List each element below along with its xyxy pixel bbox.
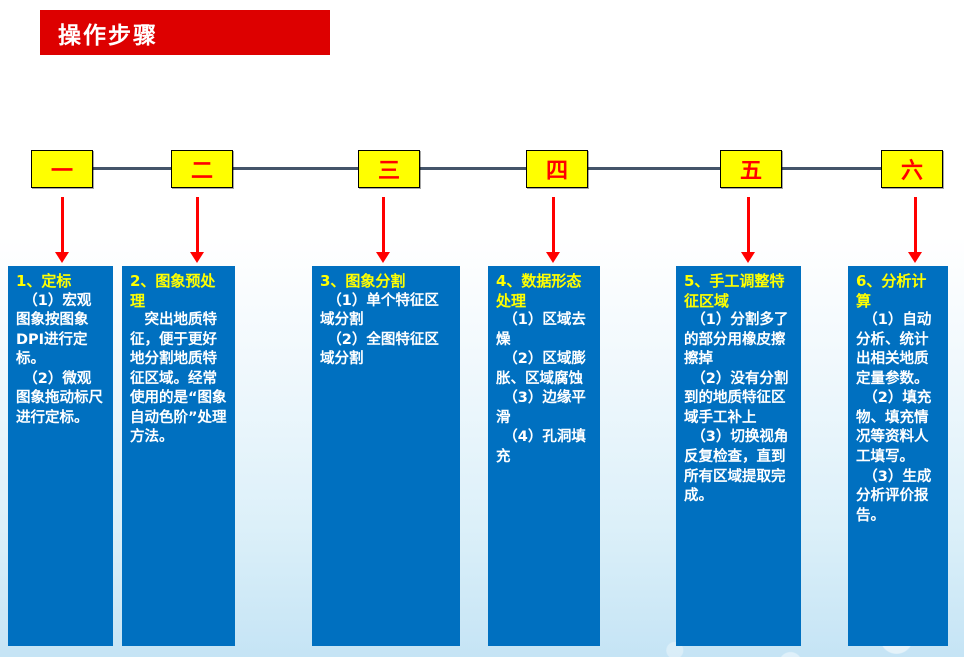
down-arrow-shaft [913, 197, 917, 252]
down-arrow-icon [908, 197, 922, 263]
down-arrow-icon [376, 197, 390, 263]
timeline-node-2-label: 二 [190, 158, 213, 184]
step-heading: 1、定标 [16, 272, 72, 290]
down-arrow-shaft [551, 197, 555, 252]
step-body: （1）区域去燥 （2）区域膨胀、区域腐蚀 （3）边缘平滑 （4）孔洞填充 [496, 312, 586, 465]
step-heading: 4、数据形态处理 [496, 272, 582, 310]
step-column-3: 3、图象分割 （1）单个特征区域分割 （2）全图特征区域分割 [312, 266, 460, 646]
down-arrow-head [55, 252, 69, 263]
timeline-node-6: 六 [881, 150, 943, 188]
timeline-node-4: 四 [526, 150, 588, 188]
step-body: （1）宏观图象按图象DPI进行定标。 （2）微观图象拖动标尺进行定标。 [16, 292, 103, 426]
step-body: （1）分割多了的部分用橡皮擦擦掉 （2）没有分割到的地质特征区域手工补上 （3）… [684, 312, 789, 505]
down-arrow-head [376, 252, 390, 263]
down-arrow-shaft [195, 197, 199, 252]
step-column-4: 4、数据形态处理 （1）区域去燥 （2）区域膨胀、区域腐蚀 （3）边缘平滑 （4… [488, 266, 600, 646]
step-heading: 2、图象预处理 [130, 272, 216, 310]
step-heading: 6、分析计算 [856, 272, 927, 310]
timeline-node-3-label: 三 [377, 158, 400, 184]
timeline-node-1: 一 [31, 150, 93, 188]
step-body: （1）自动分析、统计出相关地质定量参数。 （2）填充物、填充情况等资料人工填写。… [856, 312, 932, 524]
down-arrow-shaft [381, 197, 385, 252]
down-arrow-head [546, 252, 560, 263]
slide-title: 操作步骤 [58, 22, 158, 49]
down-arrow-icon [741, 197, 755, 263]
step-heading: 5、手工调整特征区域 [684, 272, 785, 310]
step-column-5: 5、手工调整特征区域 （1）分割多了的部分用橡皮擦擦掉 （2）没有分割到的地质特… [676, 266, 801, 646]
down-arrow-shaft [60, 197, 64, 252]
timeline-node-5-label: 五 [739, 158, 762, 184]
timeline-node-6-label: 六 [900, 158, 923, 184]
down-arrow-head [908, 252, 922, 263]
step-column-2: 2、图象预处理 突出地质特征，便于更好地分割地质特征区域。经常使用的是“图象自动… [122, 266, 235, 646]
down-arrow-head [190, 252, 204, 263]
step-heading: 3、图象分割 [320, 272, 406, 290]
down-arrow-head [741, 252, 755, 263]
step-body: （1）单个特征区域分割 （2）全图特征区域分割 [320, 292, 439, 368]
down-arrow-icon [190, 197, 204, 263]
timeline-node-1-label: 一 [50, 158, 73, 184]
timeline-node-2: 二 [171, 150, 233, 188]
step-column-1: 1、定标 （1）宏观图象按图象DPI进行定标。 （2）微观图象拖动标尺进行定标。 [8, 266, 113, 646]
timeline-connector-line [62, 167, 912, 170]
slide-title-banner: 操作步骤 [40, 10, 330, 55]
timeline-node-4-label: 四 [545, 158, 568, 184]
down-arrow-icon [55, 197, 69, 263]
down-arrow-shaft [746, 197, 750, 252]
step-column-6: 6、分析计算 （1）自动分析、统计出相关地质定量参数。 （2）填充物、填充情况等… [848, 266, 948, 646]
down-arrow-icon [546, 197, 560, 263]
timeline-node-5: 五 [720, 150, 782, 188]
step-body: 突出地质特征，便于更好地分割地质特征区域。经常使用的是“图象自动色阶”处理方法。 [130, 312, 227, 446]
timeline-node-3: 三 [358, 150, 420, 188]
